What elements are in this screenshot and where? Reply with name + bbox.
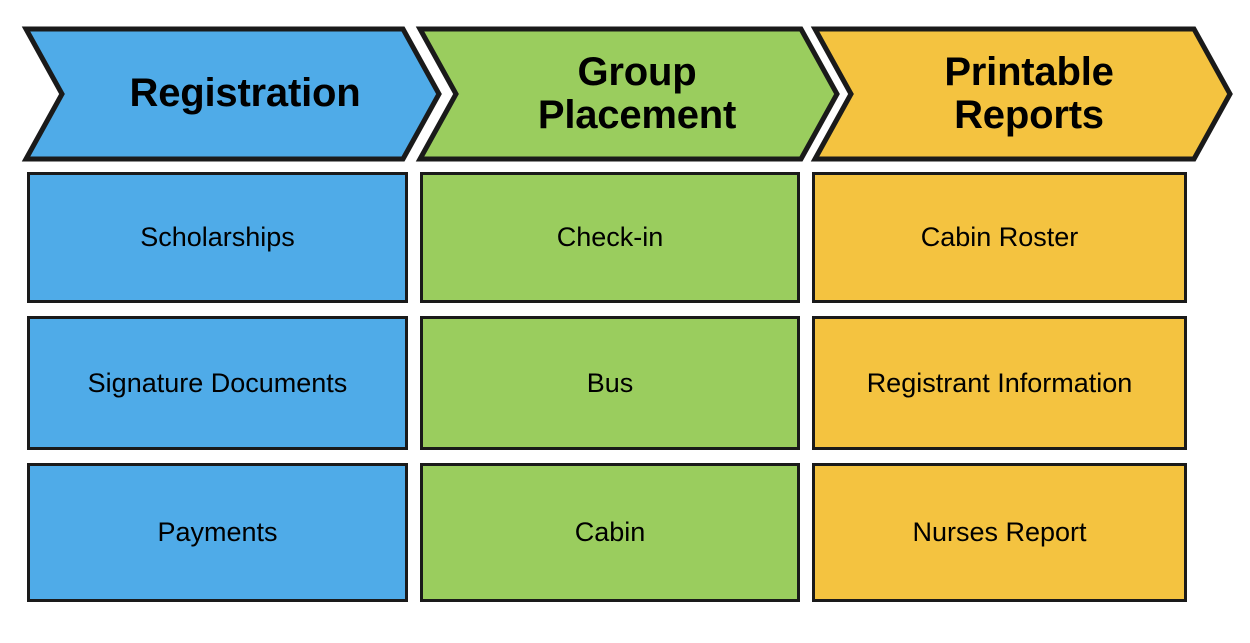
chevron-printable-reports[interactable]: Printable Reports	[807, 26, 1233, 162]
chevron-group-placement[interactable]: Group Placement	[412, 26, 840, 162]
box-label: Signature Documents	[87, 367, 348, 398]
chevron-shape-registration	[18, 26, 442, 162]
box-label: Registrant Information	[866, 367, 1133, 398]
box-group-placement-check-in[interactable]: Check-in	[420, 172, 800, 303]
box-printable-reports-nurses-report[interactable]: Nurses Report	[812, 463, 1187, 602]
box-label: Bus	[586, 367, 634, 398]
box-label: Scholarships	[140, 222, 295, 253]
box-registration-payments[interactable]: Payments	[27, 463, 408, 602]
box-label: Nurses Report	[912, 517, 1087, 548]
box-group-placement-bus[interactable]: Bus	[420, 316, 800, 450]
box-label: Payments	[157, 517, 278, 548]
box-group-placement-cabin[interactable]: Cabin	[420, 463, 800, 602]
box-label: Check-in	[556, 222, 664, 253]
box-label: Cabin Roster	[920, 222, 1079, 253]
chevron-registration[interactable]: Registration	[18, 26, 442, 162]
box-registration-scholarships[interactable]: Scholarships	[27, 172, 408, 303]
process-chevron-band: Registration Group Placement Printable R…	[0, 0, 1250, 180]
box-registration-signature-documents[interactable]: Signature Documents	[27, 316, 408, 450]
box-printable-reports-registrant-information[interactable]: Registrant Information	[812, 316, 1187, 450]
box-label: Cabin	[574, 517, 646, 548]
box-printable-reports-cabin-roster[interactable]: Cabin Roster	[812, 172, 1187, 303]
chevron-shape-group-placement	[412, 26, 840, 162]
chevron-shape-printable-reports	[807, 26, 1233, 162]
